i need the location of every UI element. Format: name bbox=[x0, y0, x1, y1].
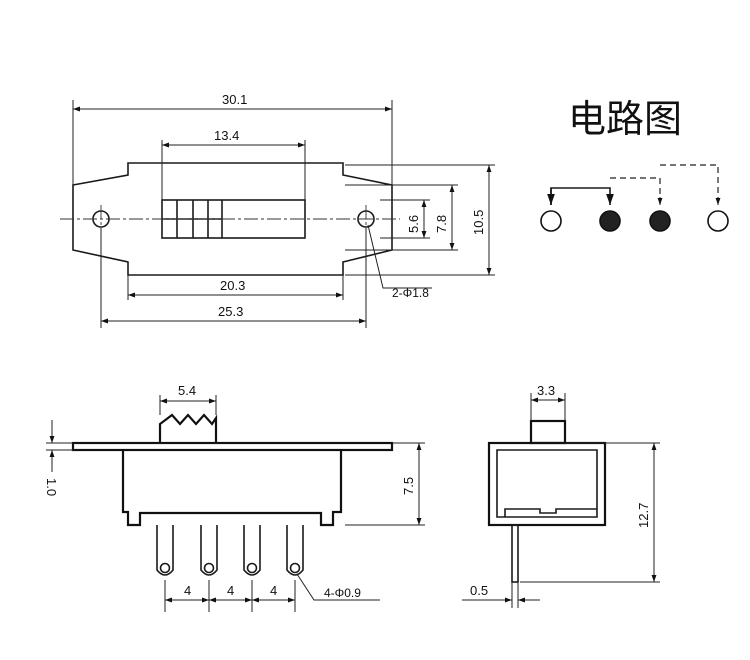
dim-mount-span: 25.3 bbox=[218, 304, 243, 319]
circuit-pin-1 bbox=[540, 210, 562, 232]
dim-pin-thickness: 0.5 bbox=[470, 583, 488, 598]
circuit-pin-2 bbox=[599, 210, 621, 232]
dim-pitch-1: 4 bbox=[184, 583, 191, 598]
dim-slot-length: 13.4 bbox=[214, 128, 239, 143]
hole-callout: 2-Φ1.8 bbox=[392, 286, 429, 300]
circuit-pin-3 bbox=[649, 210, 671, 232]
side-knob bbox=[529, 419, 567, 445]
dim-pitch-2: 4 bbox=[227, 583, 234, 598]
front-knob bbox=[158, 413, 218, 443]
pin-callout: 4-Φ0.9 bbox=[324, 586, 361, 600]
front-flange bbox=[71, 441, 394, 452]
side-body-outer bbox=[487, 441, 607, 527]
side-pin bbox=[511, 524, 519, 583]
dim-pitch-3: 4 bbox=[270, 583, 277, 598]
front-body bbox=[121, 450, 343, 527]
circuit-title: 电路图 bbox=[568, 97, 682, 141]
dim-height-inner: 5.6 bbox=[406, 215, 421, 233]
front-pin-2 bbox=[200, 525, 218, 576]
dim-side-total-height: 12.7 bbox=[636, 503, 651, 528]
dim-flange-thickness: 1.0 bbox=[44, 478, 59, 496]
front-view: 5.4 1.0 7.5 4 4 4 4-Φ0.9 bbox=[44, 383, 425, 612]
dim-height-outer: 10.5 bbox=[471, 210, 486, 235]
circuit-pin-4 bbox=[707, 210, 729, 232]
dim-side-knob-width: 3.3 bbox=[537, 383, 555, 398]
top-view: 30.1 13.4 20.3 25.3 5.6 7.8 10.5 2-Φ1.8 bbox=[60, 92, 495, 328]
front-pin-4 bbox=[286, 525, 304, 576]
dim-overall-length: 30.1 bbox=[222, 92, 247, 107]
dim-height-mid: 7.8 bbox=[434, 215, 449, 233]
circuit-diagram: 电路图 bbox=[540, 97, 729, 232]
dim-inner-length: 20.3 bbox=[220, 278, 245, 293]
front-pin-1 bbox=[156, 525, 174, 576]
side-view: 3.3 12.7 0.5 bbox=[462, 383, 660, 608]
front-pin-3 bbox=[243, 525, 261, 576]
dim-knob-width: 5.4 bbox=[178, 383, 196, 398]
side-body-inner bbox=[496, 449, 598, 518]
dim-body-height: 7.5 bbox=[401, 477, 416, 495]
